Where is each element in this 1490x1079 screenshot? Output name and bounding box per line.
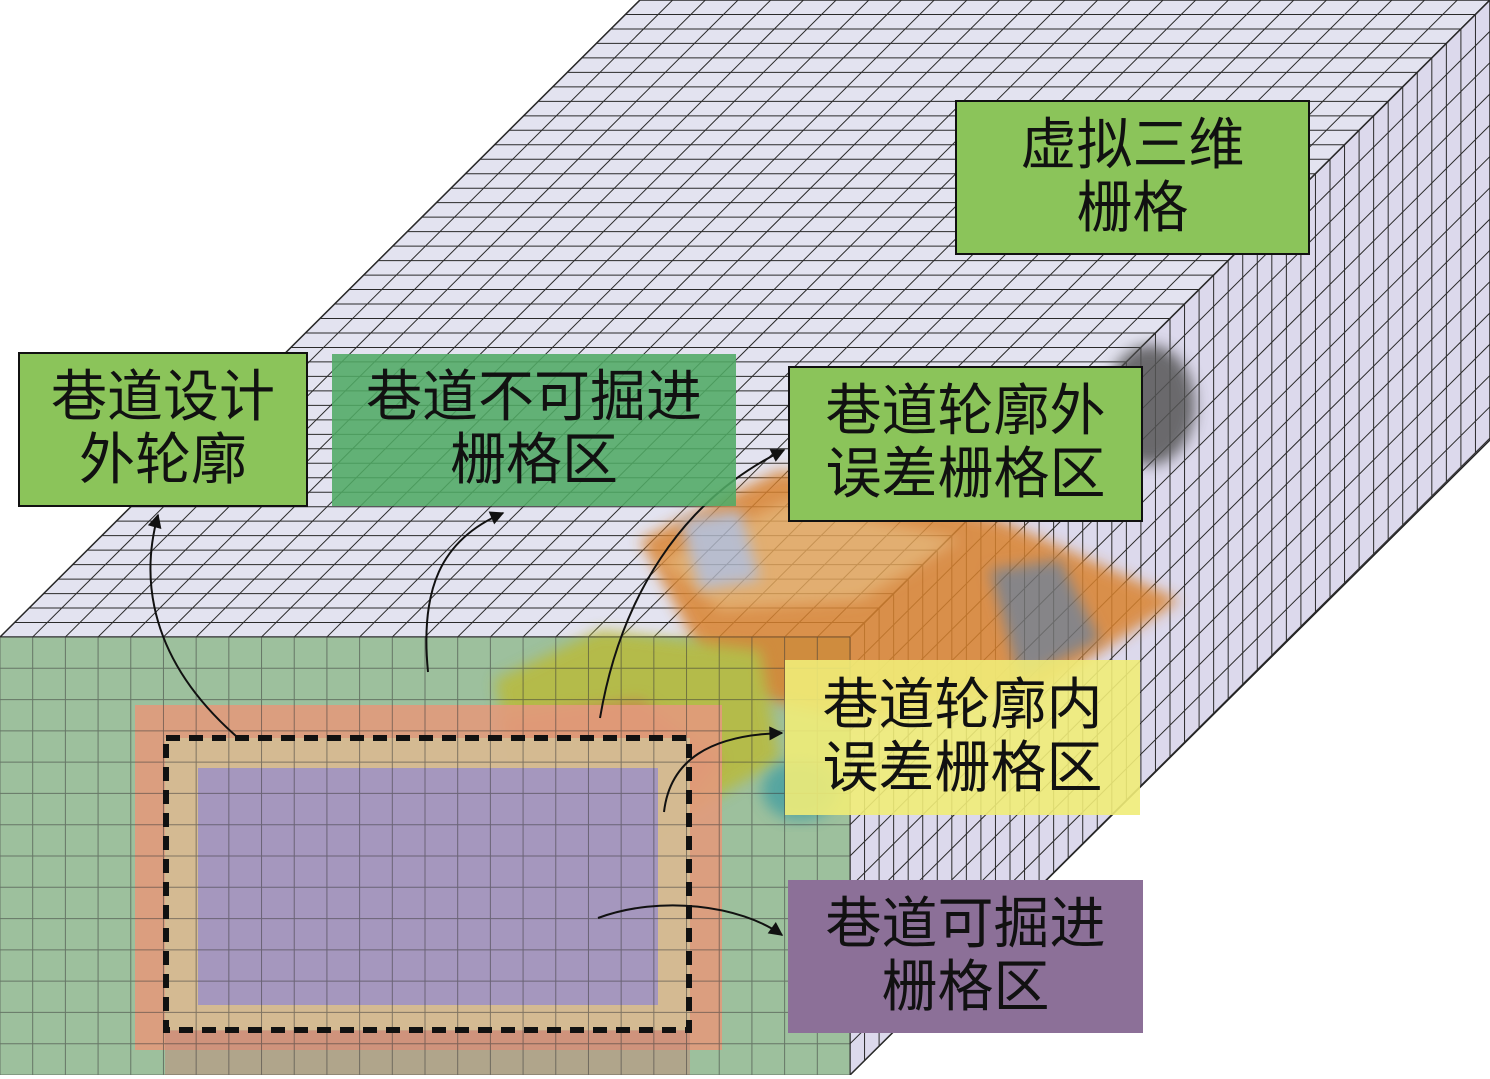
label-outer-error-zone: 巷道轮廓外 误差栅格区 [788, 366, 1143, 522]
label-dig-zone-line2: 栅格区 [881, 954, 1050, 1020]
label-inner-error-zone-line2: 误差栅格区 [822, 735, 1103, 801]
label-inner-error-zone: 巷道轮廓内 误差栅格区 [785, 660, 1140, 815]
label-no-dig-zone-line1: 巷道不可掘进 [366, 365, 702, 431]
arrow-inner-error [663, 726, 784, 813]
label-design-outline: 巷道设计 外轮廓 [18, 352, 308, 507]
arrow-outer-error [599, 449, 786, 719]
label-outer-error-zone-line1: 巷道轮廓外 [825, 379, 1106, 445]
label-dig-zone-line1: 巷道可掘进 [825, 891, 1106, 957]
arrow-no-dig-zone [425, 511, 505, 673]
label-no-dig-zone: 巷道不可掘进 栅格区 [332, 354, 736, 506]
label-virtual-grid: 虚拟三维 栅格 [955, 100, 1310, 255]
label-outer-error-zone-line2: 误差栅格区 [825, 442, 1106, 507]
label-virtual-grid-line1: 虚拟三维 [1020, 112, 1245, 178]
label-design-outline-line1: 巷道设计 [51, 364, 275, 430]
label-dig-zone: 巷道可掘进 栅格区 [788, 880, 1143, 1033]
label-no-dig-zone-line2: 栅格区 [450, 428, 618, 493]
label-design-outline-line2: 外轮廓 [79, 427, 247, 493]
front-bottom-strip [165, 1030, 690, 1075]
front-grid-lines [0, 636, 851, 1076]
arrow-dig-zone [597, 904, 784, 936]
diggable-zone [198, 768, 658, 1005]
design-outline-contour [163, 735, 692, 1033]
label-inner-error-zone-line1: 巷道轮廓内 [822, 672, 1103, 738]
arrow-design-outline [147, 513, 237, 737]
label-virtual-grid-line2: 栅格 [1076, 175, 1189, 241]
